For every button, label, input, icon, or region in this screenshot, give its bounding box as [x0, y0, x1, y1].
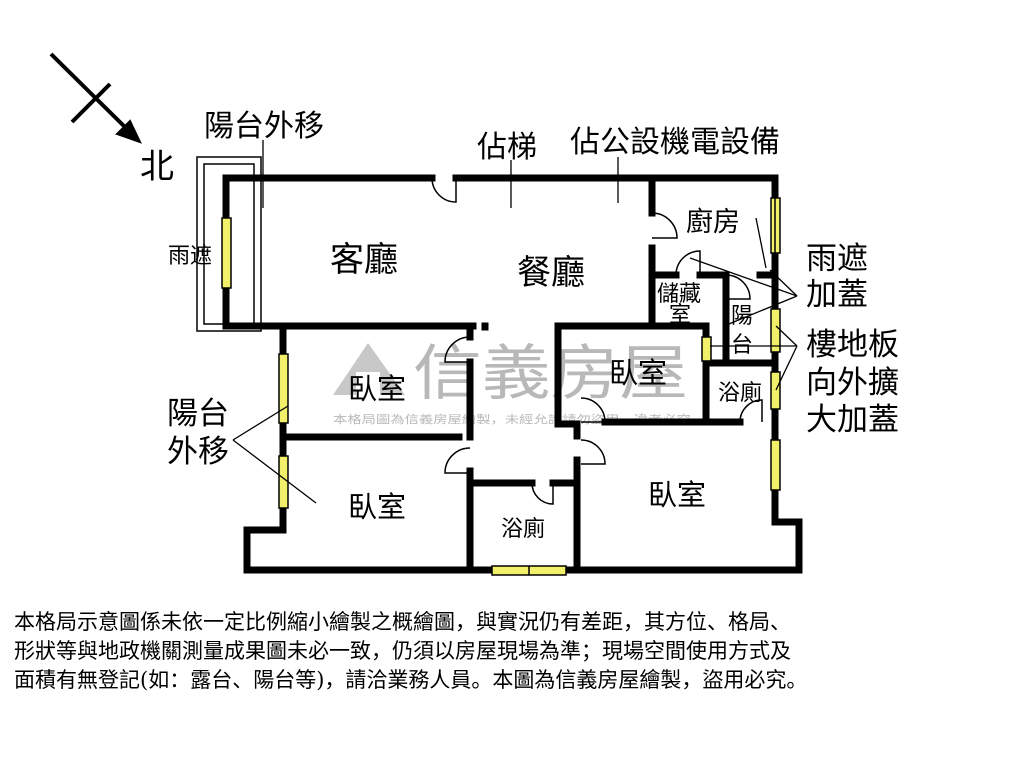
door-bathroom-right [739, 399, 763, 423]
watermark-logo-icon [333, 343, 405, 396]
room-label-bathroom-bottom: 浴廁 [501, 517, 545, 542]
room-label-bedroom-upper-left: 臥室 [348, 372, 406, 406]
door-balcony [725, 274, 751, 300]
leader-lines [232, 140, 798, 504]
north-arrow-icon [49, 52, 142, 144]
door-bedroom-lower-left [444, 447, 471, 474]
room-label-bathroom-right: 浴廁 [718, 381, 762, 406]
disclaimer-line-3: 面積有無登記(如：露台、陽台等)，請洽業務人員。本圖為信義房屋繪製，盜用必究。 [14, 668, 808, 692]
note-canopy-right-2: 加蓋 [806, 277, 868, 313]
door-bathroom-bottom [531, 482, 554, 505]
doors [431, 177, 763, 505]
compass-label: 北 [140, 147, 174, 187]
room-label-storage-2: 室 [669, 303, 691, 328]
room-label-bedroom-lower-right: 臥室 [648, 478, 706, 512]
window-storage [701, 336, 712, 362]
door-bedroom-upper-left [444, 336, 471, 363]
room-label-dining: 餐廳 [517, 253, 585, 293]
room-label-living: 客廳 [330, 240, 398, 280]
room-label-balcony-1: 陽 [731, 304, 753, 329]
note-public-facilities-share: 佔公設機電設備 [570, 125, 780, 160]
room-label-balcony-2: 台 [731, 333, 753, 358]
disclaimer: 本格局示意圖係未依一定比例縮小繪製之概繪圖，與實況仍有差距，其方位、格局、 形狀… [14, 608, 1014, 695]
room-label-storage-1: 儲藏 [657, 282, 701, 307]
floor-plan: 信義房屋 本格局圖為信義房屋繪製，未經允許請勿盜用，違者必究 北 [49, 52, 899, 576]
watermark-brand: 信義房屋 [413, 339, 688, 409]
note-floor-extend-2: 向外擴 [806, 365, 899, 401]
room-label-bedroom-lower-left: 臥室 [348, 490, 406, 524]
door-kitchen [651, 212, 678, 239]
window-bedroom-lower-left [278, 455, 289, 509]
window-bedroom-lower-right [770, 439, 781, 491]
window-bedroom-upper-left [278, 353, 289, 424]
room-label-bedroom-middle: 臥室 [609, 356, 667, 390]
note-floor-extend-1: 樓地板 [806, 327, 899, 363]
window-bathroom-right [770, 371, 781, 410]
door-bedroom-lower-right [580, 439, 606, 465]
note-canopy-left: 雨遮 [168, 244, 212, 269]
door-storage [675, 250, 701, 276]
note-stairs-share: 佔梯 [477, 130, 537, 165]
note-balcony-moved-left-2: 外移 [167, 434, 229, 470]
note-balcony-moved-top: 陽台外移 [204, 109, 324, 144]
window-left-living [221, 217, 232, 289]
disclaimer-line-1: 本格局示意圖係未依一定比例縮小繪製之概繪圖，與實況仍有差距，其方位、格局、 [14, 610, 791, 634]
disclaimer-line-2: 形狀等與地政機關測量成果圖未必一致，仍須以房屋現場為準；現場空間使用方式及 [14, 639, 791, 663]
windows [221, 197, 781, 576]
note-floor-extend-3: 大加蓋 [806, 402, 899, 438]
note-canopy-right-1: 雨遮 [806, 241, 868, 277]
room-label-kitchen: 廚房 [686, 207, 740, 238]
door-bedroom-middle [580, 397, 606, 423]
door-entrance [431, 177, 457, 203]
note-balcony-moved-left-1: 陽台 [167, 396, 229, 432]
